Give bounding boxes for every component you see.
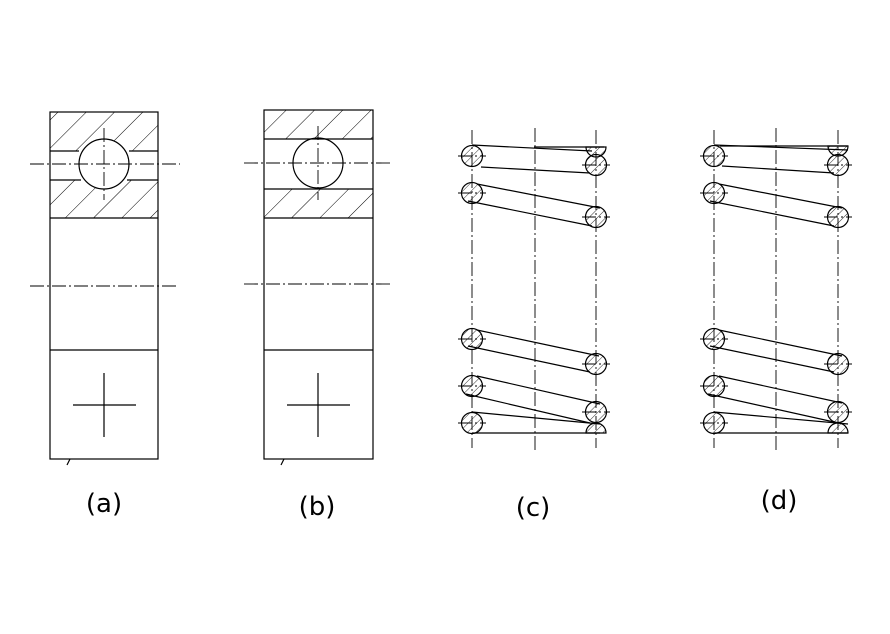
figure-a-bearing: [49, 111, 159, 466]
figure-a-outline: [49, 111, 159, 460]
figure-d-label: (d): [761, 486, 798, 516]
figure-b-outline: [263, 109, 374, 460]
figure-b-centerlines: [244, 126, 392, 285]
figure-a-centerlines: [30, 128, 180, 287]
figure-d-centerlines: [700, 128, 852, 450]
figure-c-centerlines: [458, 128, 610, 450]
figure-a-label: (a): [86, 489, 122, 519]
figure-c-label: (c): [516, 493, 551, 523]
figure-b-bearing: [263, 109, 374, 466]
figure-b-label: (b): [299, 492, 336, 522]
figure-c-spring: [460, 144, 608, 435]
